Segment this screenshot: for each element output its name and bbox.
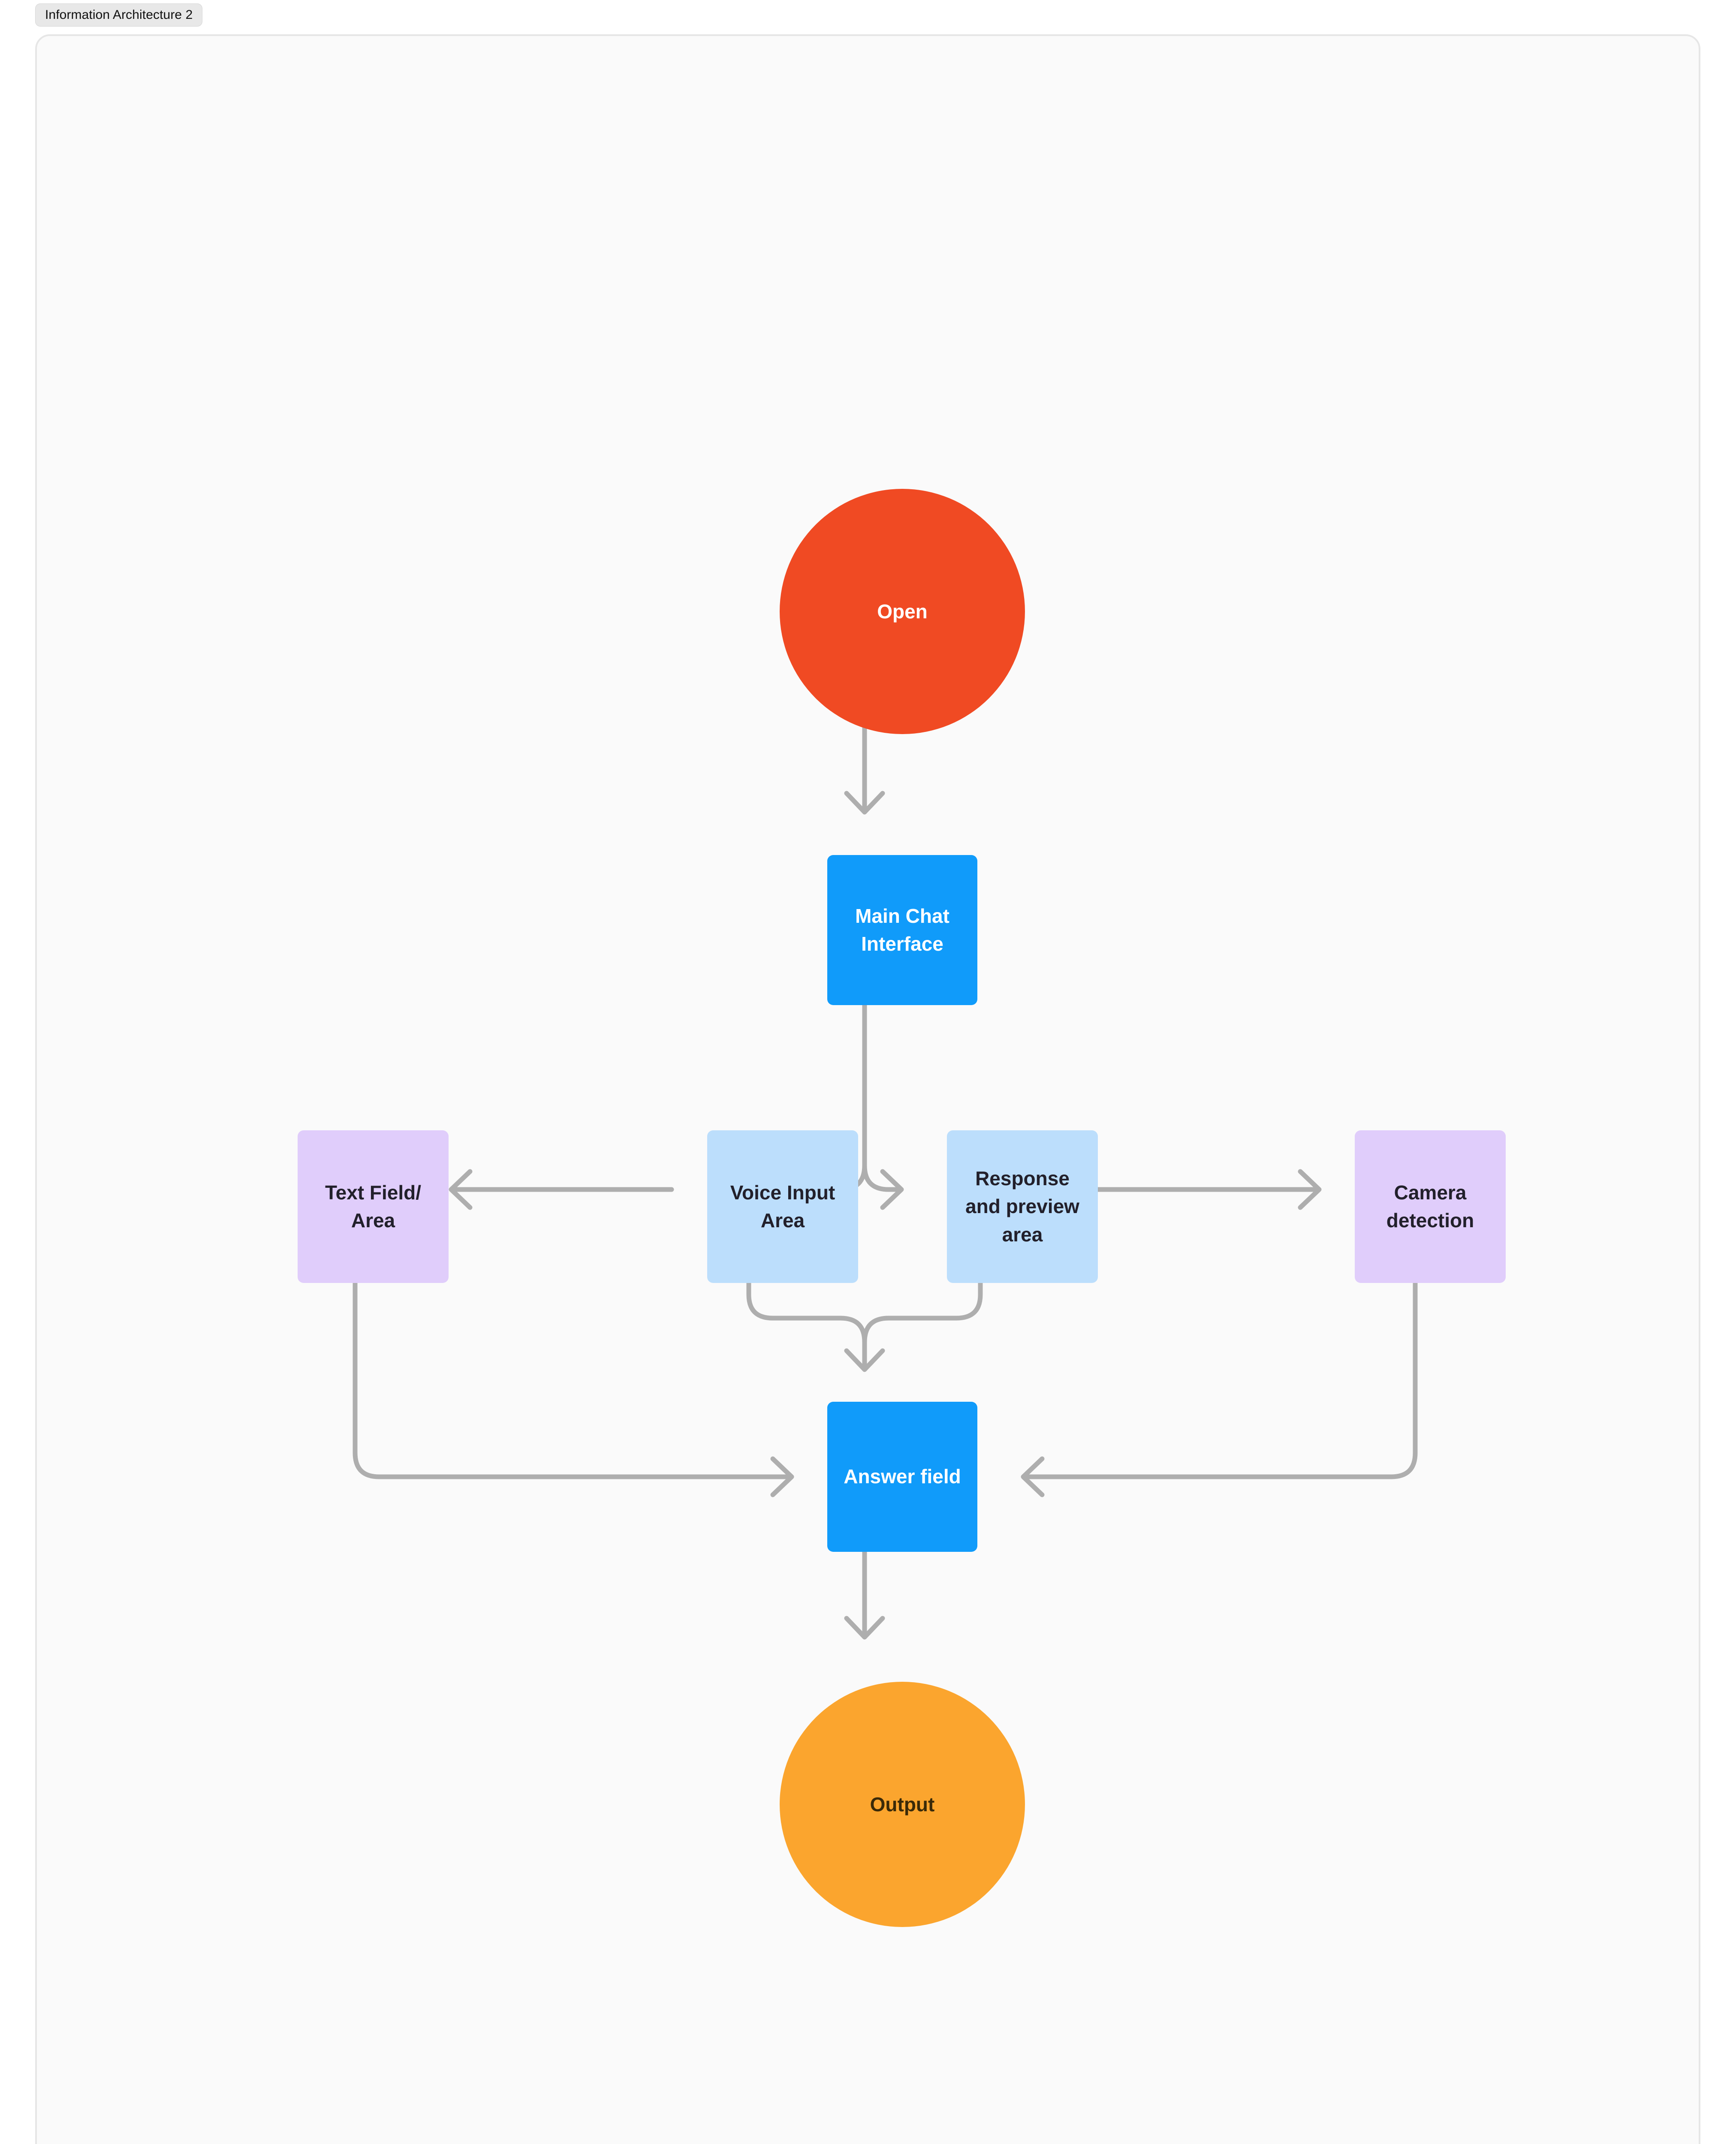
node-output-label: Output	[870, 1793, 935, 1816]
node-camera-detection-label: Camera detection	[1386, 1181, 1474, 1232]
node-response-and-preview-area[interactable]: Response and preview area	[947, 1130, 1098, 1283]
edge-voice-to-text-field	[449, 1169, 674, 1210]
node-open[interactable]: Open	[780, 489, 1025, 734]
edge-camera-to-answer	[1021, 1247, 1418, 1497]
edge-response-to-camera	[1061, 1169, 1322, 1210]
node-answer-field[interactable]: Answer field	[827, 1402, 977, 1552]
node-open-label: Open	[877, 600, 928, 623]
node-voice-input-area-label: Voice Input Area	[730, 1181, 835, 1232]
node-main-chat-interface[interactable]: Main Chat Interface	[827, 855, 977, 1005]
node-text-field-area[interactable]: Text Field/ Area	[298, 1130, 449, 1283]
diagram-canvas[interactable]: Open Main Chat Interface Text Field/ Are…	[35, 34, 1700, 2144]
node-answer-field-label: Answer field	[844, 1465, 961, 1488]
node-camera-detection[interactable]: Camera detection	[1355, 1130, 1506, 1283]
flow-connector-layer	[353, 698, 1418, 1640]
edge-voice-response-merge-to-answer	[746, 1247, 983, 1372]
frame-title-tab[interactable]: Information Architecture 2	[35, 3, 203, 27]
node-response-and-preview-area-label: Response and preview area	[965, 1167, 1079, 1246]
node-output[interactable]: Output	[780, 1682, 1025, 1927]
node-voice-input-area[interactable]: Voice Input Area	[707, 1130, 858, 1283]
edge-text-field-to-answer	[353, 1247, 794, 1497]
node-text-field-area-label: Text Field/ Area	[325, 1181, 422, 1232]
node-main-chat-interface-label: Main Chat Interface	[855, 904, 949, 955]
